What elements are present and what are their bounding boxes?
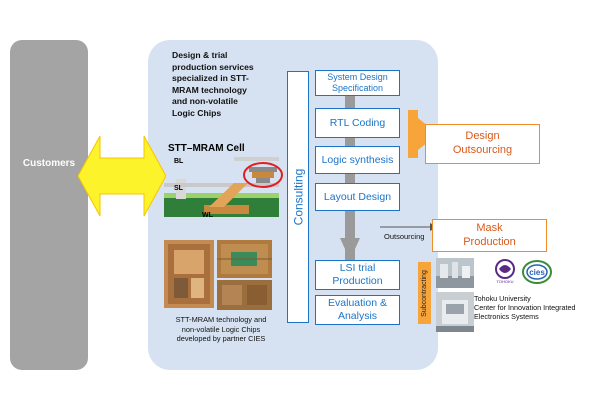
flow-step-rtl-coding: RTL Coding (315, 108, 400, 138)
flow-down-arrow-icon (340, 238, 360, 260)
chip-die-image-right (217, 240, 272, 278)
sl-label: SL (174, 185, 184, 192)
flow-step-lsi-trial-production: LSI trial Production (315, 260, 400, 290)
tohoku-university-logo: TOHOKU (495, 259, 515, 284)
cies-logo: cies (522, 260, 552, 284)
chip-caption: STT-MRAM technology and non-volatile Log… (175, 315, 267, 343)
cies-logo-text: cies (529, 268, 545, 277)
outsourcing-label: Outsourcing (384, 232, 425, 241)
cleanroom-photo-bottom (436, 292, 474, 332)
tohoku-caption: Tohoku University Center for Innovation … (474, 294, 576, 321)
design-outsourcing-box: Design Outsourcing (425, 124, 540, 164)
customers-label: Customers (22, 158, 76, 169)
stt-mram-cell-title: STT–MRAM Cell (168, 143, 245, 154)
mask-production-box: Mask Production (432, 219, 547, 252)
chip-die-image-bottom (217, 280, 272, 310)
subcontracting-label-wrap: Subcontracting (418, 262, 431, 324)
service-description: Design & trial production services speci… (172, 50, 254, 118)
tohoku-logo-text: TOHOKU (496, 279, 513, 284)
bl-label: BL (174, 158, 184, 165)
consulting-bar (287, 71, 309, 323)
flow-step-logic-synthesis: Logic synthesis (315, 146, 400, 174)
subcontracting-bar (418, 262, 431, 324)
double-arrow-icon (78, 135, 166, 217)
wl-label: WL (202, 212, 214, 219)
design-outsourcing-bracket (408, 110, 418, 158)
cleanroom-photo-top (436, 258, 474, 288)
flow-step-layout-design: Layout Design (315, 183, 400, 211)
customers-column (10, 40, 88, 370)
flow-step-evaluation: Evaluation & Analysis (315, 295, 400, 325)
flow-connector-bar (345, 96, 355, 264)
subcontracting-label: Subcontracting (421, 269, 429, 317)
stt-mram-cell-illustration: BL SL WL (164, 157, 283, 219)
flow-step-system-design: System Design Specification (315, 70, 400, 96)
chip-die-image-left (164, 240, 214, 308)
